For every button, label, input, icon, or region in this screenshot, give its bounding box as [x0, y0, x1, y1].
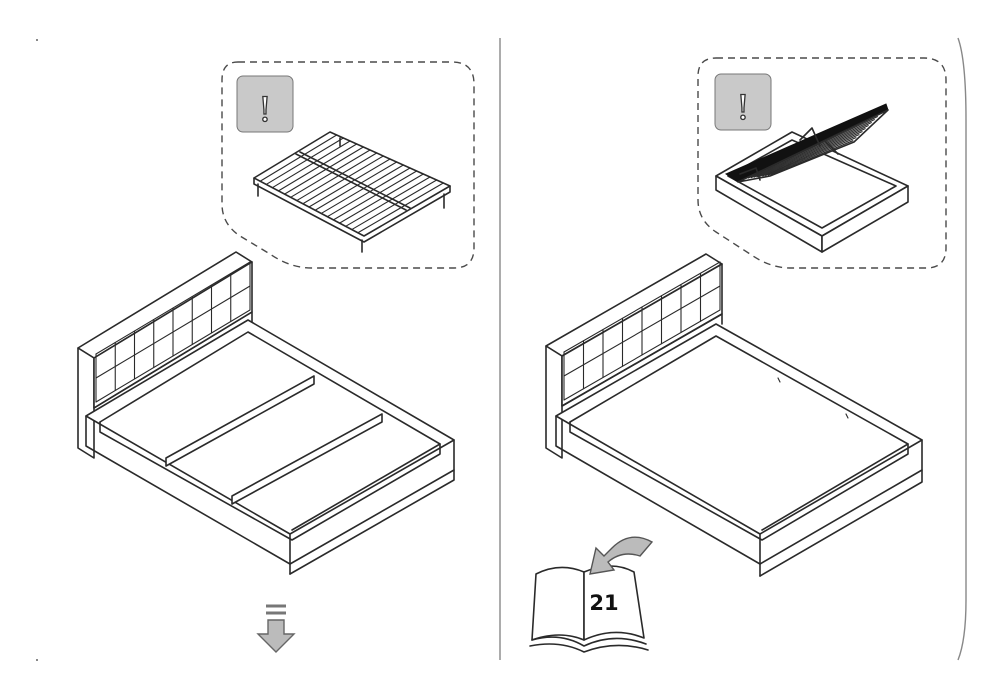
- inset-callout-left: [221, 61, 475, 269]
- svg-text:!: !: [736, 88, 750, 128]
- storage-base-icon: [715, 103, 909, 253]
- slatted-base-icon: [253, 131, 451, 253]
- svg-text:!: !: [258, 90, 272, 130]
- panel-dividers: [36, 37, 967, 661]
- left-panel: !: [77, 61, 475, 653]
- bed-frame-with-slats: [77, 251, 455, 575]
- right-panel: !: [529, 57, 947, 653]
- warning-icon: !: [714, 73, 772, 131]
- down-arrow-icon: [256, 604, 296, 653]
- warning-icon: !: [236, 75, 294, 133]
- bed-frame-empty: [545, 253, 923, 577]
- page-reference-number: 21: [589, 591, 618, 615]
- open-book-icon: 21: [529, 536, 654, 653]
